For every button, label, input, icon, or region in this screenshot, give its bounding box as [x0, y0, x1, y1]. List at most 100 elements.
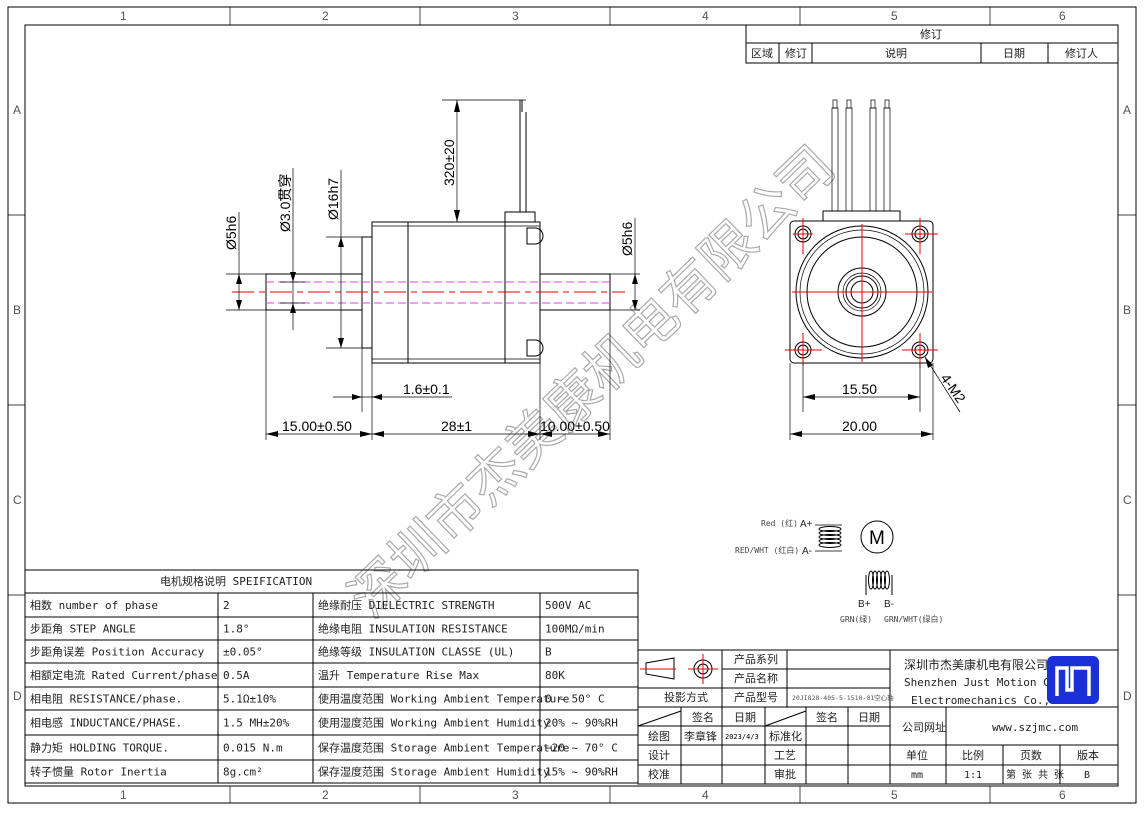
spec-value-2: −20 ~ 70° C	[545, 742, 618, 755]
drawn-label: 绘图	[648, 729, 670, 743]
zone-col-2-bottom: 2	[322, 788, 329, 802]
spec-param: 相电阻 RESISTANCE/phase.	[30, 693, 182, 706]
spec-value: 2	[223, 599, 230, 612]
website-label: 公司网址	[902, 720, 946, 734]
dim-bore-dia: Ø3.0贯穿	[277, 174, 293, 232]
revision-col-desc: 说明	[885, 46, 907, 60]
approve-label: 审批	[774, 767, 796, 781]
spec-value: 1.5 MH±20%	[223, 717, 290, 730]
motor-side-view: 15.50 20.00 4-M2	[785, 99, 970, 440]
dim-body-len: 28±1	[441, 418, 472, 434]
revision-col-area: 区域	[751, 47, 773, 60]
standard-label: 标准化	[769, 729, 802, 743]
zone-ticks	[8, 7, 1136, 803]
zone-col-3: 3	[512, 9, 519, 23]
spec-param-2: 使用湿度范围 Working Ambient Humidity	[318, 716, 550, 730]
date-header: 日期	[734, 711, 756, 724]
company-name-cn: 深圳市杰美康机电有限公司	[904, 657, 1048, 672]
date-header-2: 日期	[858, 711, 880, 724]
projection-symbol-icon	[640, 654, 718, 684]
unit-value: mm	[911, 770, 923, 781]
wire-b-plus-label: B+	[858, 599, 871, 610]
spec-value: 0.5A	[223, 669, 250, 682]
revision-title: 修订	[920, 27, 942, 41]
dim-cable-length: 320±20	[441, 139, 457, 186]
wire-b-plus-color: GRN(绿)	[840, 615, 872, 624]
revision-col-rev: 修订	[785, 46, 807, 60]
spec-param-2: 绝缘耐压 DIELECTRIC STRENGTH	[318, 598, 494, 612]
spec-value-2: 500V AC	[545, 599, 591, 612]
spec-value: ±0.05°	[223, 646, 263, 659]
revision-table: 修订 区域 修订 说明 日期 修订人	[745, 24, 1119, 64]
spec-param-2: 保存湿度范围 Storage Ambient Humidity	[318, 765, 550, 779]
wire-b-minus-color: GRN/WHT(绿白)	[884, 614, 943, 624]
projection-label: 投影方式	[664, 690, 708, 704]
zone-row-c: C	[13, 493, 22, 507]
zone-row-b-right: B	[1123, 303, 1131, 317]
zone-row-d-right: D	[1123, 689, 1132, 703]
product-series-label: 产品系列	[734, 652, 778, 666]
zone-col-2: 2	[322, 9, 329, 23]
dim-pilot-dia: Ø16h7	[325, 178, 341, 220]
wire-a-minus-color: RED/WHT (红白)	[735, 545, 799, 555]
spec-param: 步距角误差 Position Accuracy	[30, 645, 205, 659]
dim-flange-thickness: 1.6±0.1	[403, 381, 450, 397]
spec-value: 5.1Ω±10%	[223, 693, 276, 706]
spec-value-2: 15% ~ 90%RH	[545, 766, 618, 779]
zone-col-5-bottom: 5	[891, 788, 898, 802]
sign-header-2: 签名	[816, 710, 838, 724]
zone-row-b: B	[13, 303, 21, 317]
wire-a-plus-label: A+	[800, 519, 813, 530]
wire-b-minus-label: B-	[884, 599, 894, 610]
spec-param-2: 绝缘电阻 INSULATION RESISTANCE	[318, 622, 508, 636]
spec-value: 0.015 N.m	[223, 742, 283, 755]
dim-hole-spacing: 15.50	[842, 381, 877, 397]
spec-param: 相额定电流 Rated Current/phase	[30, 668, 217, 682]
zone-col-4: 4	[702, 9, 709, 23]
zone-col-1: 1	[120, 9, 127, 23]
design-label: 设计	[648, 749, 670, 762]
page-value: 第 张 共 张	[1006, 768, 1064, 781]
company-name-en-2: Electromechanics Co.,LTD	[911, 694, 1070, 707]
zone-col-4-bottom: 4	[702, 788, 709, 802]
page-label: 页数	[1020, 749, 1042, 762]
spec-value: 1.8°	[223, 623, 250, 636]
motor-symbol-icon	[860, 520, 894, 554]
sign-header: 签名	[692, 710, 714, 724]
dim-shaft-left-len: 15.00±0.50	[282, 418, 352, 434]
spec-param: 相电感 INDUCTANCE/PHASE.	[30, 717, 182, 730]
spec-value-2: 0 ~ 50° C	[545, 693, 605, 706]
zone-row-a: A	[13, 103, 21, 117]
zone-labels: 1 2 3 4 5 6 1 2 3 4 5 6 A B C D A B C D	[13, 9, 1132, 802]
product-model-label: 产品型号	[734, 690, 778, 704]
spec-param: 相数 number of phase	[30, 599, 158, 612]
revision-col-reviser: 修订人	[1065, 46, 1098, 60]
version-label: 版本	[1077, 748, 1099, 762]
version-value: B	[1084, 770, 1090, 781]
zone-col-5: 5	[891, 9, 898, 23]
spec-param: 步距角 STEP ANGLE	[30, 623, 136, 636]
inner-border	[24, 24, 1119, 787]
zone-row-a-right: A	[1123, 103, 1131, 117]
dim-mount-holes: 4-M2	[938, 371, 970, 406]
spec-value: 8g.cm²	[223, 766, 263, 779]
spec-param-2: 绝缘等级 INSULATION CLASSE (UL)	[318, 645, 514, 659]
spec-value-2: B	[545, 646, 552, 659]
wire-a-plus-color: Red (红)	[761, 518, 798, 528]
spec-value-2: 80K	[545, 669, 565, 682]
dim-shaft-right-len: 10.00±0.50	[540, 418, 610, 434]
drawn-date: 2023/4/3	[725, 733, 759, 741]
revision-col-date: 日期	[1003, 47, 1025, 60]
motor-symbol-label: M	[869, 528, 885, 549]
coil-b-icon	[865, 570, 893, 595]
spec-value-2: 100MΩ/min	[545, 623, 605, 636]
spec-value-2: 20% ~ 90%RH	[545, 717, 618, 730]
product-name-label: 产品名称	[734, 671, 778, 685]
spec-param-2: 保存温度范围 Storage Ambient Temperature	[318, 741, 569, 755]
spec-param-2: 温升 Temperature Rise Max	[318, 669, 479, 682]
motor-front-view: 320±20 Ø5h6 Ø3.0贯穿 Ø16h7 Ø5h6 1.6±0.1 15…	[223, 99, 640, 440]
company-logo	[1047, 656, 1099, 704]
dim-body-width: 20.00	[842, 418, 877, 434]
